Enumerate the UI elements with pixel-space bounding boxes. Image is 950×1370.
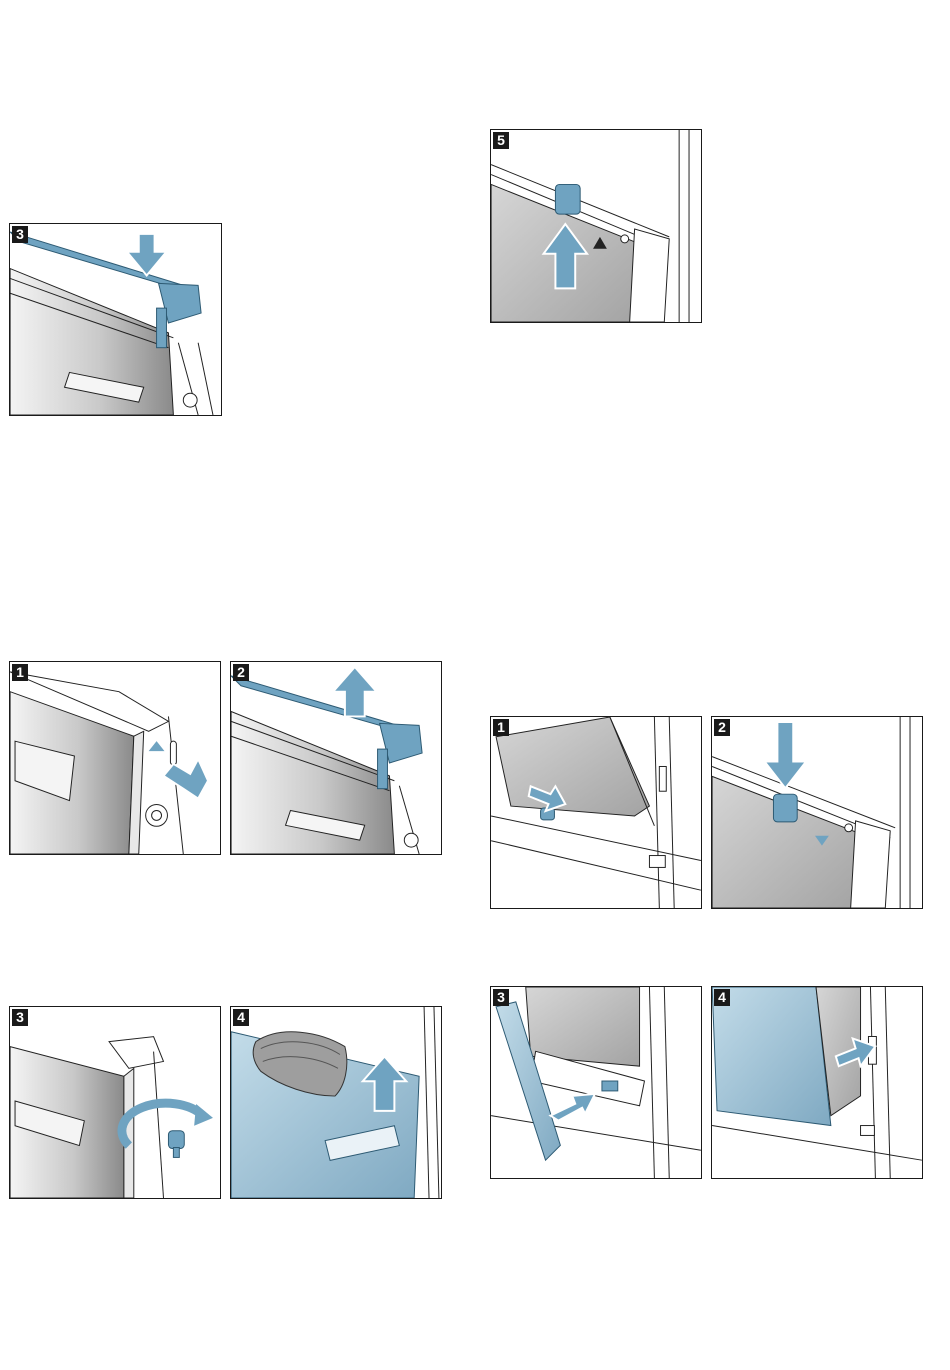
step-figure-right-1: 1	[490, 716, 702, 909]
step-number: 3	[12, 226, 28, 243]
unscrew-door-screw-illustration	[10, 1007, 220, 1198]
step-figure-left-4: 4	[230, 1006, 442, 1199]
press-down-arrow-icon	[765, 722, 807, 788]
slide-glass-into-holder-illustration	[712, 987, 922, 1178]
step-figure-right-2: 2	[711, 716, 923, 909]
step-number: 3	[12, 1009, 28, 1026]
step-figure-left-3: 3	[9, 1006, 221, 1199]
step-number: 1	[493, 719, 509, 736]
rotate-arrow-icon	[122, 1103, 213, 1145]
step-number: 3	[493, 989, 509, 1006]
step-number: 2	[233, 664, 249, 681]
step-number: 2	[714, 719, 730, 736]
door-cover-strip-illustration	[10, 224, 221, 415]
step-figure-right-3: 3	[490, 986, 702, 1179]
step-figure-right-5-top: 5	[490, 129, 702, 323]
step-number: 1	[12, 664, 28, 681]
lift-glass-pane-illustration	[231, 1007, 441, 1198]
press-hinge-clip-illustration	[712, 717, 922, 908]
door-lock-slot-illustration	[10, 662, 220, 854]
step-number: 4	[233, 1009, 249, 1026]
step-number: 5	[493, 132, 509, 149]
push-arrow-icon	[550, 1094, 595, 1121]
insert-glass-into-slot-illustration	[491, 987, 701, 1178]
step-figure-left-1: 1	[9, 661, 221, 855]
hinge-clip-illustration	[491, 130, 701, 322]
step-figure-right-4: 4	[711, 986, 923, 1179]
step-figure-left-3-top: 3	[9, 223, 222, 416]
remove-cover-strip-illustration	[231, 662, 441, 854]
step-number: 4	[714, 989, 730, 1006]
step-figure-left-2: 2	[230, 661, 442, 855]
open-door-glass-illustration	[491, 717, 701, 908]
push-arrow-icon	[163, 759, 208, 799]
